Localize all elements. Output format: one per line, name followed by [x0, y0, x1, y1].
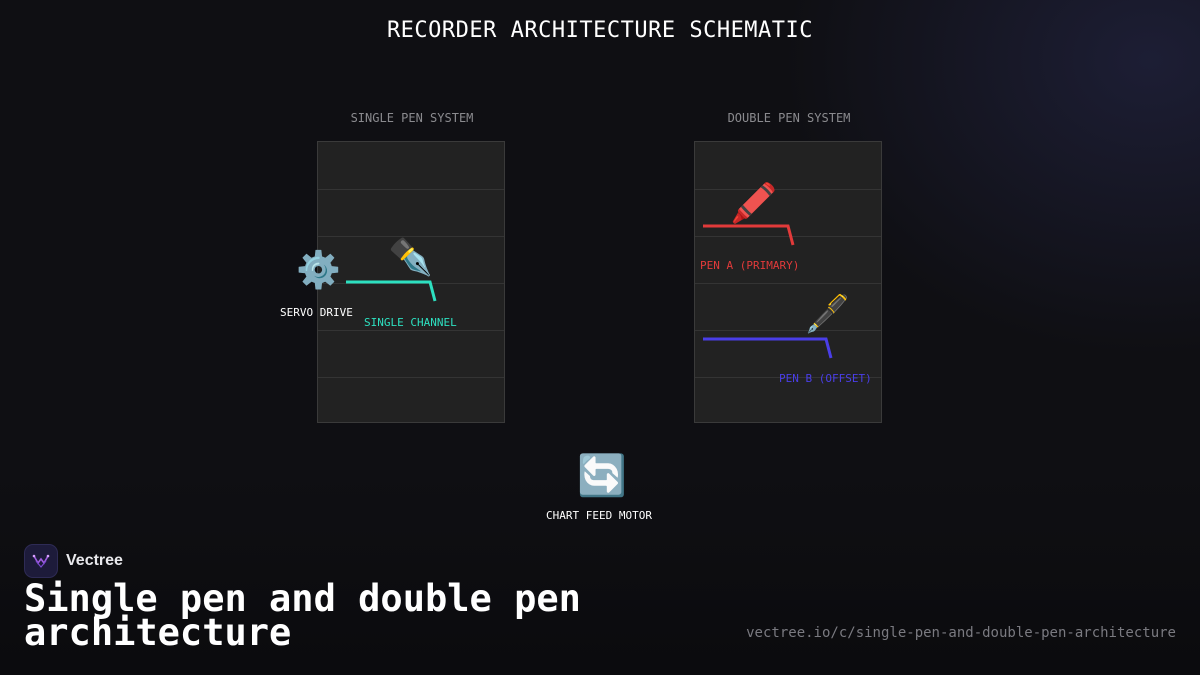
diagram-title: RECORDER ARCHITECTURE SCHEMATIC: [386, 18, 814, 43]
double-pen-system-label: DOUBLE PEN SYSTEM: [727, 111, 851, 125]
pen-b-label: PEN B (OFFSET): [779, 372, 872, 385]
servo-drive-label: SERVO DRIVE: [280, 306, 353, 319]
pen-b-arm: [703, 337, 833, 359]
refresh-icon: 🔄: [577, 453, 627, 499]
double-pen-chart-panel: [694, 141, 882, 423]
single-pen-system-label: SINGLE PEN SYSTEM: [350, 111, 474, 125]
page-url[interactable]: vectree.io/c/single-pen-and-double-pen-a…: [746, 625, 1176, 641]
chart-gridline: [318, 236, 504, 237]
vectree-logo-mark: [32, 554, 50, 568]
pen-a-label: PEN A (PRIMARY): [700, 259, 800, 272]
fountain-pen-icon: ✒️: [388, 237, 433, 278]
brand: Vectree: [24, 544, 123, 578]
chart-feed-motor-label: CHART FEED MOTOR: [546, 509, 652, 522]
pen-a-arm: [703, 224, 795, 246]
single-channel-pen-arm: [346, 280, 437, 302]
single-channel-label: SINGLE CHANNEL: [364, 316, 457, 329]
vectree-logo-icon: [24, 544, 58, 578]
pen-icon: 🖋️: [805, 294, 850, 335]
page-headline: Single pen and double pen architecture: [24, 577, 581, 654]
chart-gridline: [695, 377, 881, 378]
chart-gridline: [695, 189, 881, 190]
chart-gridline: [695, 283, 881, 284]
crayon-icon: 🖍️: [730, 181, 778, 225]
brand-name: Vectree: [66, 552, 123, 569]
chart-gridline: [695, 236, 881, 237]
chart-gridline: [695, 330, 881, 331]
chart-gridline: [318, 189, 504, 190]
gear-icon: ⚙️: [296, 250, 341, 291]
chart-gridline: [318, 330, 504, 331]
chart-gridline: [318, 377, 504, 378]
